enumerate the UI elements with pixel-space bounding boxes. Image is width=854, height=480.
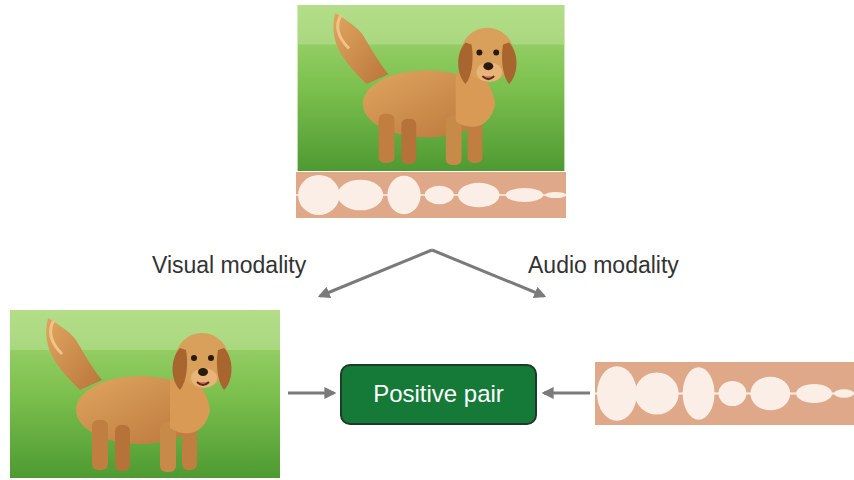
modality-label: Audio modality <box>528 252 679 280</box>
modality-label: Visual modality <box>152 252 306 280</box>
box-label: Positive pair <box>373 380 504 409</box>
process-box: Positive pair <box>340 364 537 425</box>
